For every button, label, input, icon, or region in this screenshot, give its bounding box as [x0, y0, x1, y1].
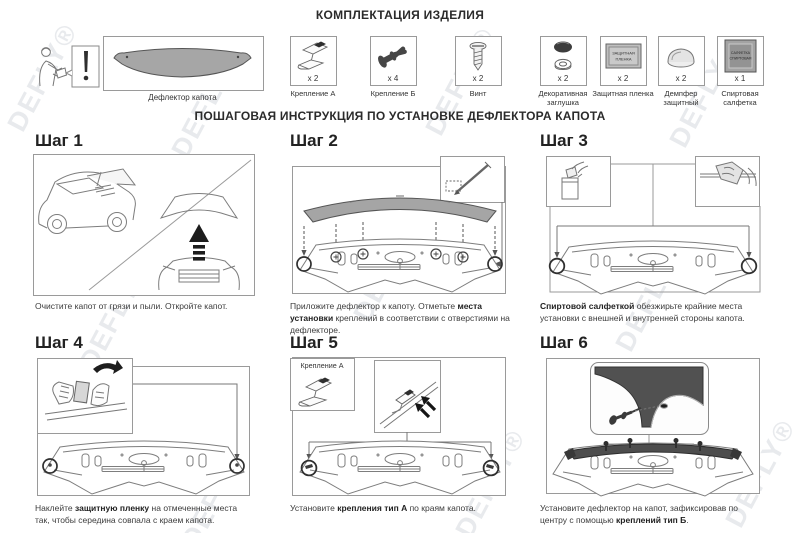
- installer-note-icon: [39, 45, 100, 88]
- step-6-caption: Установите дефлектор на капот, зафиксиро…: [540, 503, 739, 526]
- rivet-b-icon: [377, 46, 407, 68]
- step-6-title: Шаг 6: [540, 333, 588, 352]
- damper-icon: [667, 48, 694, 68]
- svg-text:ЗАЩИТНАЯ: ЗАЩИТНАЯ: [612, 51, 635, 56]
- step-2-illustration: [292, 156, 506, 294]
- step-6: Шаг 6: [538, 333, 768, 526]
- step-4: Шаг 4: [33, 333, 255, 526]
- deflector-part-label: Дефлектор капота: [148, 93, 217, 102]
- mounted-deflector-icon: [564, 438, 742, 460]
- kit-part-screw: x 2 Винт: [446, 36, 510, 98]
- film-icon: ЗАЩИТНАЯ ПЛЕНКА: [605, 43, 641, 69]
- wipe-packet-icon: [561, 161, 589, 200]
- step-3: Шаг 3: [538, 131, 768, 324]
- pencil-mark-icon: [445, 161, 492, 195]
- step-3-title: Шаг 3: [540, 131, 588, 150]
- part-label: Защитная пленка: [592, 89, 654, 98]
- part-qty: x 2: [675, 74, 687, 83]
- part-qty: x 2: [472, 74, 484, 83]
- part-label: Декоративная заглушка: [538, 89, 588, 108]
- screw-icon: [469, 41, 486, 71]
- push-arrows-icon: [415, 396, 437, 419]
- cap-washer-icon: [553, 41, 572, 71]
- bracket-a-large-icon: [298, 377, 333, 407]
- part-label: Спиртовая салфетка: [721, 89, 759, 108]
- step-5-illustration: Крепление А: [290, 357, 506, 496]
- step-4-illustration: [37, 358, 250, 496]
- car-open-hood-icon: [38, 168, 137, 234]
- flip-arrow-icon: [93, 360, 123, 374]
- step-3-caption: Спиртовой салфеткой обезжирьте крайние м…: [540, 301, 745, 324]
- step-5-title: Шаг 5: [290, 333, 338, 352]
- kit-part-bracket-a: x 2 Крепление А: [281, 36, 345, 98]
- step-1-caption: Очистите капот от грязи и пыли. Откройте…: [35, 301, 228, 311]
- part-label: Демпфер защитный: [663, 89, 699, 108]
- deflector-corner-icon: [594, 366, 704, 428]
- part-qty: x 2: [307, 74, 319, 83]
- kit-part-plug: x 2 Декоративная заглушка: [531, 36, 595, 108]
- apply-film-hands-icon: [44, 380, 128, 421]
- part-qty: x 2: [617, 74, 629, 83]
- bracket-a-inset-label: Крепление А: [300, 361, 343, 370]
- part-label: Крепление Б: [370, 89, 416, 98]
- rivet-pin-icon: [609, 405, 660, 425]
- step-5-caption: Установите крепления тип А по краям капо…: [290, 503, 476, 513]
- part-qty: x 2: [557, 74, 569, 83]
- step-1-illustration: [33, 154, 255, 296]
- hood-lift-arrow-icon: [158, 193, 240, 291]
- step-6-illustration: [546, 358, 760, 497]
- step-2: Шаг 2: [288, 131, 512, 336]
- kit-part-damper: x 2 Демпфер защитный: [649, 36, 713, 108]
- hood-deflector-icon: [113, 48, 252, 78]
- deflector-overlay-icon: [303, 195, 497, 223]
- step-5: Шаг 5 Крепление А: [288, 333, 512, 514]
- bracket-install-icon: [379, 381, 439, 429]
- kit-title: КОМПЛЕКТАЦИЯ ИЗДЕЛИЯ: [315, 8, 485, 22]
- step-3-illustration: [546, 156, 761, 295]
- wiping-cloth-icon: [700, 161, 757, 187]
- kit-part-film: ЗАЩИТНАЯ ПЛЕНКА x 2 Защитная пленка: [591, 36, 655, 98]
- part-label: Крепление А: [290, 89, 336, 98]
- svg-text:САЛФЕТКА: САЛФЕТКА: [730, 51, 750, 55]
- step-4-caption: Наклейте защитную пленку на отмеченные м…: [35, 503, 238, 526]
- step-2-title: Шаг 2: [290, 131, 338, 150]
- bracket-a-icon: [297, 41, 328, 70]
- part-qty: x 1: [734, 74, 746, 83]
- part-label: Винт: [469, 89, 487, 98]
- part-qty: x 4: [387, 74, 399, 83]
- deflector-part-box: [103, 36, 264, 91]
- svg-text:ПЛЕНКА: ПЛЕНКА: [615, 57, 631, 62]
- svg-text:СПИРТОВАЯ: СПИРТОВАЯ: [729, 57, 751, 61]
- step-2-caption: Приложите дефлектор к капоту. Отметьте м…: [290, 301, 510, 336]
- kit-part-bracket-b: x 4 Крепление Б: [361, 36, 425, 98]
- step-1-title: Шаг 1: [35, 131, 83, 150]
- step-4-title: Шаг 4: [35, 333, 83, 352]
- wipe-icon: САЛФЕТКА СПИРТОВАЯ: [724, 39, 756, 73]
- step-1: Шаг 1: [33, 131, 255, 312]
- instructions-title: ПОШАГОВАЯ ИНСТРУКЦИЯ ПО УСТАНОВКЕ ДЕФЛЕК…: [194, 109, 606, 123]
- kit-part-wipe: САЛФЕТКА СПИРТОВАЯ x 1 Спиртовая салфетк…: [708, 36, 772, 108]
